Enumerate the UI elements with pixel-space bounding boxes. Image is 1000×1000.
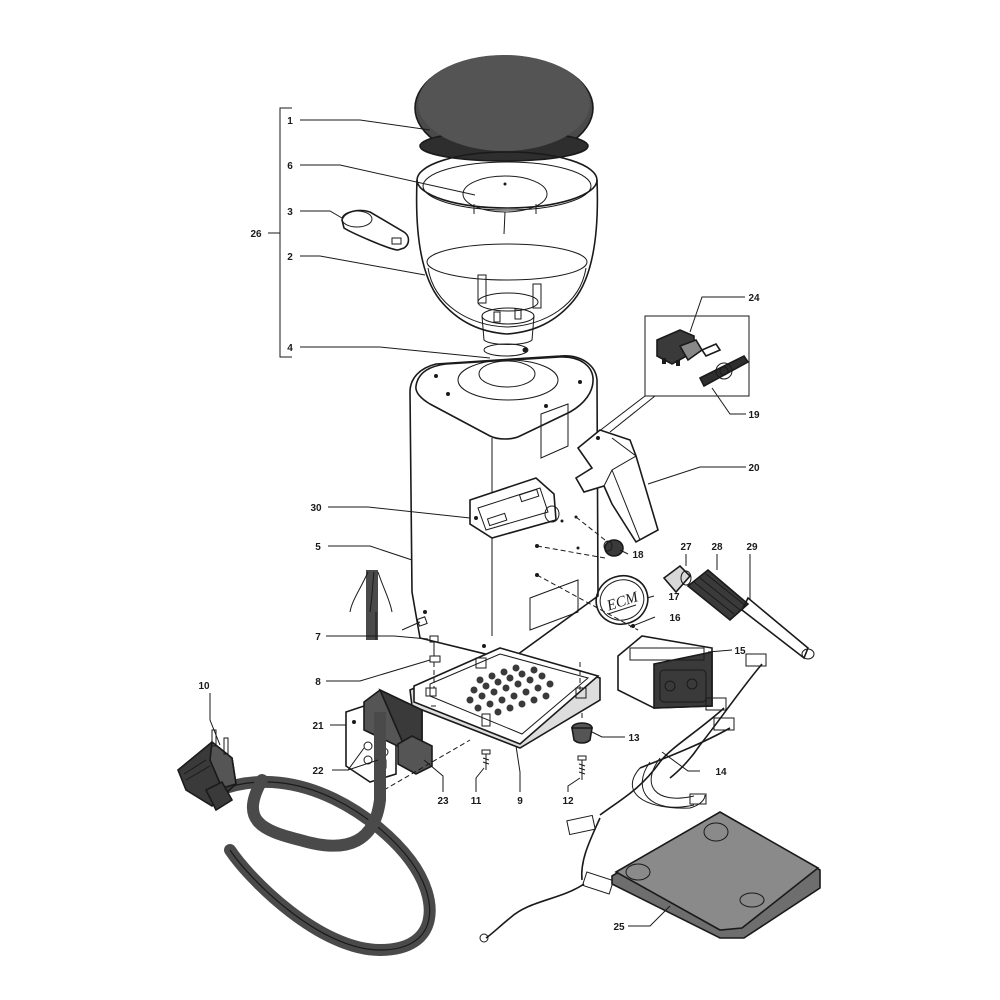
callout-7: 7 <box>315 632 321 643</box>
callout-22: 22 <box>312 766 324 777</box>
callout-18: 18 <box>632 550 644 561</box>
callout-1: 1 <box>287 116 293 127</box>
callout-9: 9 <box>517 796 523 807</box>
callout-2: 2 <box>287 252 293 263</box>
power-plug <box>177 729 237 812</box>
callout-24: 24 <box>748 293 760 304</box>
rubber-foot <box>571 712 593 744</box>
toggle-switch <box>656 329 722 366</box>
leader-lines <box>209 119 751 927</box>
callout-8: 8 <box>315 677 321 688</box>
wire-harness <box>479 653 767 943</box>
callout-14: 14 <box>715 767 727 778</box>
callout-29: 29 <box>746 542 758 553</box>
shutter-slide <box>341 209 410 251</box>
switch-washer <box>698 354 750 388</box>
callout-26: 26 <box>250 229 262 240</box>
callout-5: 5 <box>315 542 321 553</box>
switch-cover <box>574 429 659 544</box>
callout-15: 15 <box>734 646 746 657</box>
callout-3: 3 <box>287 207 293 218</box>
callout-25: 25 <box>613 922 625 933</box>
callout-6: 6 <box>287 161 293 172</box>
power-cord <box>177 570 436 957</box>
hopper-inner-disc <box>462 175 548 235</box>
callout-20: 20 <box>748 463 760 474</box>
hopper-lid <box>414 55 594 162</box>
rotary-button <box>544 505 624 557</box>
housing-screws <box>401 616 441 688</box>
callout-16: 16 <box>669 613 681 624</box>
callout-11: 11 <box>471 796 482 807</box>
display-box <box>617 635 713 709</box>
callout-23: 23 <box>437 796 449 807</box>
callout-21: 21 <box>312 721 324 732</box>
ecm-logo-text: ECM <box>604 589 641 615</box>
callout-27: 27 <box>680 542 692 553</box>
callout-17: 17 <box>668 592 680 603</box>
drip-tray <box>611 811 821 939</box>
hopper-assembly <box>268 55 599 358</box>
switch-assembly <box>574 315 750 544</box>
hopper-base-ring <box>483 343 529 357</box>
callout-30: 30 <box>310 503 322 514</box>
hopper-bowl <box>415 151 599 345</box>
adjustment-plate <box>469 477 557 539</box>
callout-4: 4 <box>287 343 293 354</box>
adjustment-shaft <box>662 564 815 660</box>
callout-labels: 1 2 3 4 5 6 7 8 9 10 11 12 13 14 15 16 1… <box>198 116 760 933</box>
callout-28: 28 <box>711 542 723 553</box>
callout-10: 10 <box>198 681 210 692</box>
callout-13: 13 <box>628 733 640 744</box>
base-plate <box>409 647 601 749</box>
vent-holes <box>466 664 554 716</box>
base-screws <box>481 749 587 780</box>
callout-12: 12 <box>562 796 574 807</box>
callout-19: 19 <box>748 410 760 421</box>
